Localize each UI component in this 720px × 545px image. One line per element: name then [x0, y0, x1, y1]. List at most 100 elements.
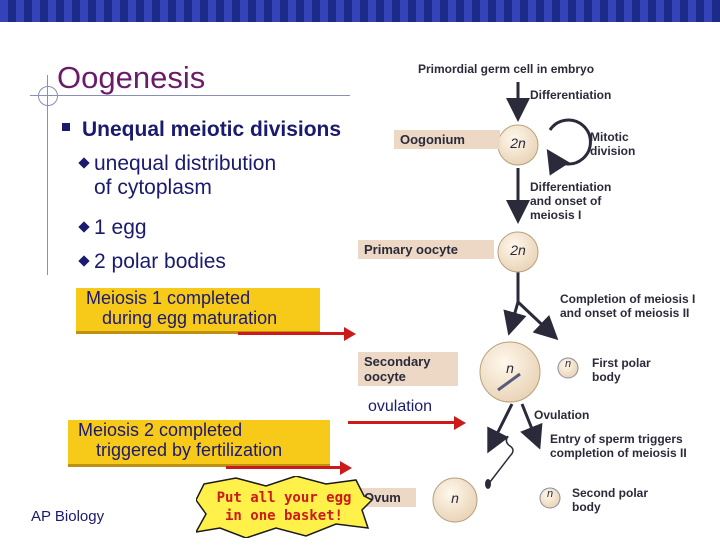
label-completion-line2: and onset of meiosis II: [560, 306, 690, 320]
header-bar-cell: [80, 0, 88, 22]
label-diff-meiosis-line2: and onset of: [530, 194, 602, 208]
header-bar-cell: [624, 0, 632, 22]
header-bar-cell: [256, 0, 264, 22]
stage-secondary-oocyte: Secondary oocyte: [358, 352, 458, 386]
header-bar-cell: [480, 0, 488, 22]
side-rule: [47, 75, 48, 275]
header-bar-cell: [272, 0, 280, 22]
label-mitotic-line2: division: [590, 144, 636, 158]
burst-shape: [196, 476, 372, 538]
second-polar-body-cell: [539, 487, 561, 509]
header-bar-cell: [320, 0, 328, 22]
oogenesis-diagram: Primordial germ cell in embryo Different…: [350, 50, 720, 540]
diamond-bullet-icon: [78, 221, 90, 233]
diamond-bullet-icon: [78, 255, 90, 267]
header-bar-cell: [464, 0, 472, 22]
header-bar-cell: [544, 0, 552, 22]
arrow-line-meiosis-2: [226, 466, 342, 469]
header-bar-cell: [448, 0, 456, 22]
header-bar-cell: [384, 0, 392, 22]
footer-label: AP Biology: [31, 508, 105, 525]
callout-2-line1: Meiosis 2 completed: [78, 420, 243, 440]
burst-text: Put all your egg in one basket!: [204, 489, 364, 525]
ovum-cell: [432, 477, 478, 523]
primary-oocyte-cell: [497, 231, 539, 273]
stage-oogonium: Oogonium: [394, 130, 500, 149]
main-bullet: Unequal meiotic divisions: [62, 118, 341, 142]
secondary-line1: Secondary: [364, 354, 431, 369]
sperm-line2: completion of meiosis II: [550, 446, 687, 460]
slide-title: Oogenesis: [57, 60, 206, 95]
header-bar-cell: [656, 0, 664, 22]
ovulation-label: ovulation: [368, 398, 433, 415]
sub-bullet-polar-bodies: 2 polar bodies: [78, 250, 226, 274]
header-bar-cell: [64, 0, 72, 22]
header-bar-cell: [160, 0, 168, 22]
label-diff-meiosis-line3: meiosis I: [530, 208, 582, 222]
header-bar-cell: [336, 0, 344, 22]
header-bar-cell: [560, 0, 568, 22]
secondary-oocyte-cell: [479, 341, 541, 403]
header-bar-cell: [688, 0, 696, 22]
header-bar-cell: [32, 0, 40, 22]
header-bar-cell: [96, 0, 104, 22]
burst-line1: Put all your egg: [216, 490, 352, 506]
header-bar-cell: [400, 0, 408, 22]
callout-meiosis-2: Meiosis 2 completed triggered by fertili…: [68, 420, 330, 467]
secondary-line2: oocyte: [364, 369, 406, 384]
header-bar-cell: [512, 0, 520, 22]
arrow-to-secondary: [503, 301, 527, 336]
ploidy-secondary: n: [506, 360, 514, 376]
label-differentiation: Differentiation: [530, 88, 612, 102]
sperm-path: [489, 455, 511, 483]
header-bar-cell: [496, 0, 504, 22]
arrow-head-ovulation: [454, 416, 466, 430]
diamond-bullet-icon: [78, 157, 90, 169]
arrow-to-second-polar: [520, 403, 543, 450]
sub-bullet-text-cont: of cytoplasm: [94, 176, 212, 199]
ploidy-first-polar: n: [564, 358, 572, 370]
arrow-to-first-polar: [516, 300, 559, 341]
header-bar: [0, 0, 720, 22]
label-first-polar: First polar body: [592, 356, 651, 384]
first-polar-line1: First polar: [592, 356, 651, 370]
header-bar-cell: [288, 0, 296, 22]
header-bar-cell: [432, 0, 440, 22]
header-bar-cell: [16, 0, 24, 22]
header-bar-cell: [48, 0, 56, 22]
header-bar-cell: [0, 0, 8, 22]
arrow-head-meiosis-2: [340, 461, 352, 475]
label-mitotic: Mitotic division: [590, 130, 635, 158]
square-bullet-icon: [62, 123, 70, 132]
arrow-line-ovulation: [348, 421, 456, 424]
sub-bullet-text: 2 polar bodies: [94, 250, 226, 273]
diagram-graphics: [432, 82, 592, 523]
stage-ovum: Ovum: [358, 488, 416, 507]
header-bar-cell: [112, 0, 120, 22]
header-bar-cell: [176, 0, 184, 22]
label-primordial: Primordial germ cell in embryo: [418, 62, 595, 76]
sperm-line1: Entry of sperm triggers: [550, 432, 683, 446]
second-polar-line1: Second polar: [572, 486, 649, 500]
second-polar-line2: body: [572, 500, 601, 514]
header-bar-cell: [368, 0, 376, 22]
sub-bullet-egg: 1 egg: [78, 216, 147, 240]
label-ovulation-stage: Ovulation: [534, 408, 590, 422]
label-sperm-entry: Entry of sperm triggers completion of me…: [550, 432, 687, 460]
sperm-tail: [505, 435, 514, 457]
callout-meiosis-1: Meiosis 1 completed during egg maturatio…: [76, 288, 320, 334]
burst-line2: in one basket!: [224, 508, 343, 524]
sub-bullet-cytoplasm: unequal distribution of cytoplasm: [78, 152, 276, 200]
burst-callout: [196, 476, 372, 538]
header-bar-cell: [704, 0, 712, 22]
spindle: [497, 372, 521, 392]
ploidy-second-polar: n: [546, 488, 554, 500]
label-mitotic-line1: Mitotic: [590, 130, 629, 144]
callout-2-line2: triggered by fertilization: [96, 440, 283, 460]
arrow-head-meiosis-1: [344, 327, 356, 341]
header-bar-cell: [640, 0, 648, 22]
label-second-polar: Second polar body: [572, 486, 648, 514]
stage-primary-oocyte: Primary oocyte: [358, 240, 494, 259]
title-rule: [30, 95, 350, 96]
sub-bullet-text: 1 egg: [94, 216, 147, 239]
